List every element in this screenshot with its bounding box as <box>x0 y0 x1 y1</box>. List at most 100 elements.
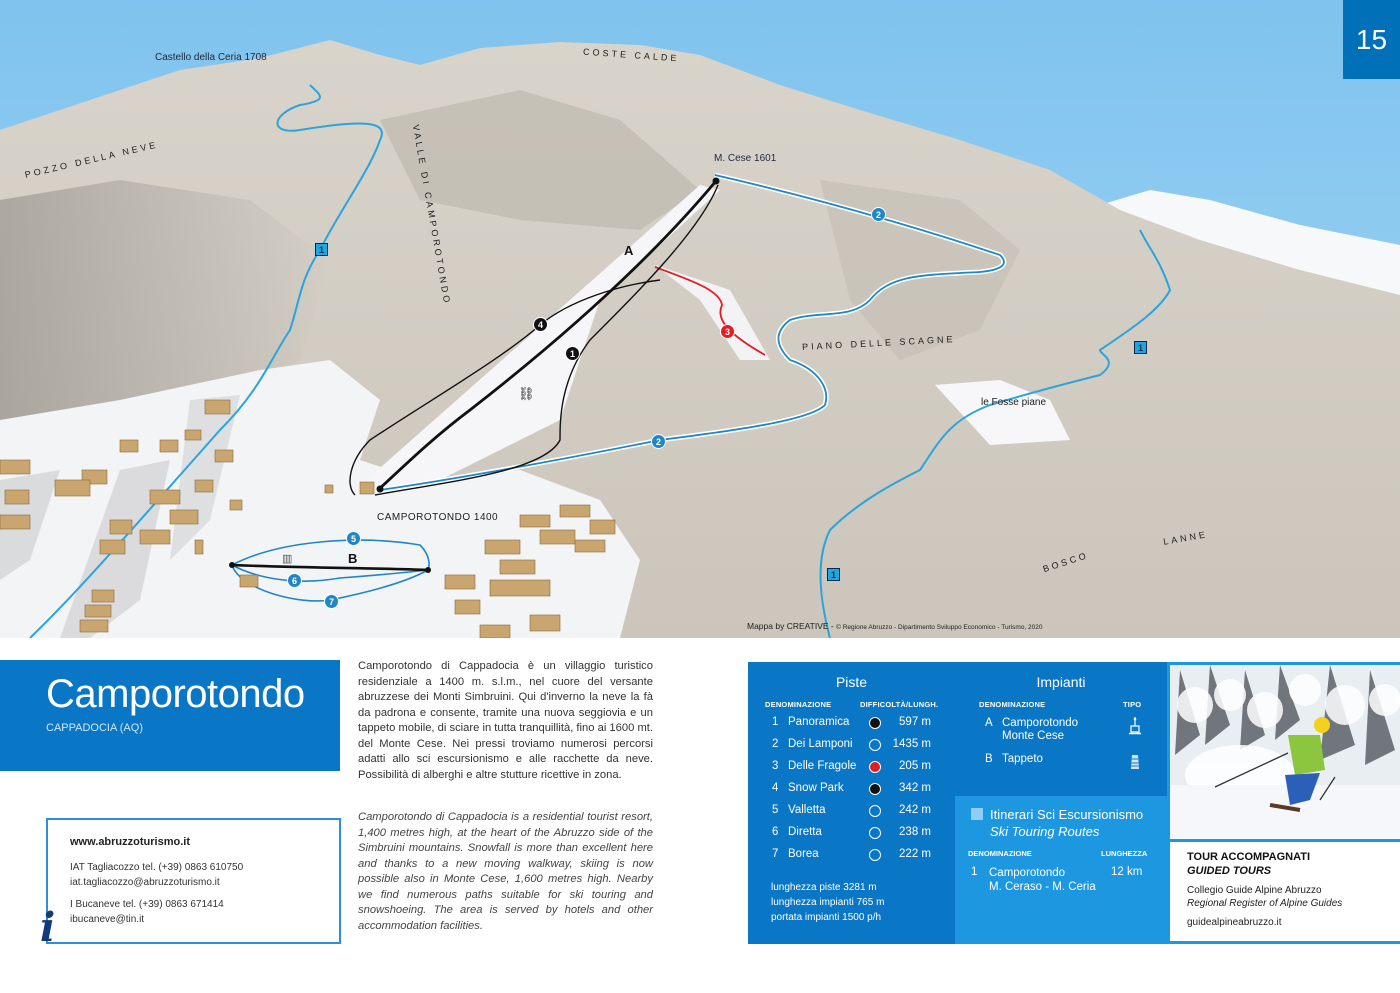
stat-lift-length: lunghezza impianti 765 m <box>771 897 885 908</box>
stat-piste-length: lunghezza piste 3281 m <box>771 882 877 893</box>
resort-title: Camporotondo <box>46 672 305 716</box>
touring-length: 12 km <box>1111 866 1143 878</box>
piste-row: 1 Panoramica 597 m <box>748 716 955 738</box>
piste-marker-7[interactable]: 7 <box>324 594 339 609</box>
piste-marker-5[interactable]: 5 <box>346 531 361 546</box>
label-camporotondo-village: CAMPOROTONDO 1400 <box>377 512 499 523</box>
description-english: Camporotondo di Cappadocia is a resident… <box>358 811 653 932</box>
stat-capacity: portata impianti 1500 p/h <box>771 912 882 923</box>
piste-num: 4 <box>772 782 779 794</box>
impianti-col-type: TIPO <box>1123 700 1142 709</box>
guided-tours-box: TOUR ACCOMPAGNATI GUIDED TOURS Collegio … <box>1167 842 1400 944</box>
piste-marker-1[interactable]: 1 <box>565 346 580 361</box>
difficulty-blue-icon <box>869 739 881 751</box>
touring-heading-en: Ski Touring Routes <box>990 824 1100 839</box>
lift-b-label: B <box>348 551 358 566</box>
website-link[interactable]: www.abruzzoturismo.it <box>70 836 190 848</box>
guided-tours-title-en: GUIDED TOURS <box>1187 865 1272 877</box>
touring-marker-1c[interactable]: 1 <box>827 568 840 581</box>
difficulty-blue-icon <box>869 805 881 817</box>
piste-length: 1435 m <box>892 738 931 750</box>
touring-num: 1 <box>971 866 978 878</box>
touring-name-line1: Camporotondo <box>989 867 1066 879</box>
piste-marker-2b[interactable]: 2 <box>651 434 666 449</box>
piste-length: 205 m <box>899 760 931 772</box>
credits-main: Mappa by CREATIVE - <box>747 621 837 631</box>
label-castello-della-ceria: Castello della Ceria 1708 <box>155 52 267 63</box>
piste-marker-2[interactable]: 2 <box>871 207 886 222</box>
touring-heading-it: Itinerari Sci Escursionismo <box>990 807 1144 822</box>
difficulty-black-icon <box>869 717 881 729</box>
piste-name: Diretta <box>788 826 822 838</box>
lift-name-line1: Camporotondo <box>1002 717 1079 729</box>
label-monte-cese: M. Cese 1601 <box>714 153 777 164</box>
difficulty-red-icon <box>869 761 881 773</box>
terrain-illustration <box>0 0 1400 638</box>
piste-num: 3 <box>772 760 779 772</box>
chairlift-icon: ⛓ <box>518 386 535 401</box>
touring-name: Camporotondo M. Ceraso - M. Ceria <box>989 866 1096 894</box>
skier-photo-illustration <box>1170 665 1400 839</box>
ski-area-map: 15 Castello della Ceria 1708 COSTE CALDE… <box>0 0 1400 638</box>
piste-row: 7 Borea 222 m <box>748 848 955 870</box>
touring-legend-square-icon <box>971 808 983 820</box>
title-block: Camporotondo CAPPADOCIA (AQ) <box>0 660 340 771</box>
piste-length: 242 m <box>899 804 931 816</box>
impianti-panel: Impianti DENOMINAZIONE TIPO A Camporoton… <box>955 662 1167 796</box>
piste-num: 6 <box>772 826 779 838</box>
resort-subtitle: CAPPADOCIA (AQ) <box>46 722 143 734</box>
difficulty-black-icon <box>869 783 881 795</box>
piste-num: 5 <box>772 804 779 816</box>
impianti-col-name: DENOMINAZIONE <box>979 700 1046 709</box>
page-number: 15 <box>1343 0 1400 79</box>
skier-photo <box>1167 662 1400 842</box>
piste-length: 597 m <box>899 716 931 728</box>
piste-num: 2 <box>772 738 779 750</box>
piste-name: Panoramica <box>788 716 850 728</box>
piste-marker-6[interactable]: 6 <box>287 573 302 588</box>
piste-name: Borea <box>788 848 819 860</box>
piste-num: 7 <box>772 848 779 860</box>
touring-name-line2: M. Ceraso - M. Ceria <box>989 881 1096 893</box>
map-credits: Mappa by CREATIVE - © Regione Abruzzo - … <box>747 621 1043 631</box>
credits-copyright: © Regione Abruzzo - Dipartimento Svilupp… <box>836 624 1043 631</box>
piste-name: Dei Lamponi <box>788 738 853 750</box>
difficulty-blue-icon <box>869 849 881 861</box>
touring-col-name: DENOMINAZIONE <box>968 849 1032 858</box>
lift-a-label: A <box>624 243 634 258</box>
piste-col-name: DENOMINAZIONE <box>765 700 832 709</box>
piste-name: Valletta <box>788 804 826 816</box>
iat-phone: IAT Tagliacozzo tel. (+39) 0863 610750 <box>70 862 244 873</box>
piste-marker-3[interactable]: 3 <box>720 324 735 339</box>
touring-col-length: LUNGHEZZA <box>1101 849 1148 858</box>
piste-length: 342 m <box>899 782 931 794</box>
lift-letter: A <box>985 717 993 729</box>
touring-marker-1a[interactable]: 1 <box>315 243 328 256</box>
piste-stats: lunghezza piste 3281 m lunghezza impiant… <box>771 880 884 925</box>
ski-touring-panel: Itinerari Sci Escursionismo Ski Touring … <box>955 796 1167 944</box>
moving-walkway-icon: ▥ <box>282 553 293 565</box>
piste-name: Delle Fragole <box>788 760 857 772</box>
piste-heading: Piste <box>835 674 868 690</box>
guides-website-link[interactable]: guidealpineabruzzo.it <box>1187 917 1282 928</box>
description-italian: Camporotondo di Cappadocia è un villaggi… <box>358 660 653 781</box>
lift-name: Tappeto <box>1002 753 1043 765</box>
guided-tours-title-it: TOUR ACCOMPAGNATI <box>1187 851 1311 863</box>
bucaneve-email[interactable]: ibucaneve@tin.it <box>70 914 145 925</box>
iat-email[interactable]: iat.tagliacozzo@abruzzoturismo.it <box>70 877 220 888</box>
piste-col-difficulty: DIFFICOLTÀ/LUNGH. <box>860 700 939 709</box>
guides-org-it: Collegio Guide Alpine Abruzzo <box>1187 885 1322 896</box>
piste-row: 4 Snow Park 342 m <box>748 782 955 804</box>
touring-marker-1b[interactable]: 1 <box>1134 341 1147 354</box>
moving-walkway-icon <box>1131 755 1139 769</box>
piste-length: 238 m <box>899 826 931 838</box>
guides-org-en: Regional Register of Alpine Guides <box>1187 898 1343 909</box>
bucaneve-phone: I Bucaneve tel. (+39) 0863 671414 <box>70 899 224 910</box>
lift-name-line2: Monte Cese <box>1002 730 1065 742</box>
difficulty-blue-icon <box>869 827 881 839</box>
piste-row: 2 Dei Lamponi 1435 m <box>748 738 955 760</box>
piste-length: 222 m <box>899 848 931 860</box>
chairlift-icon <box>1129 717 1141 735</box>
piste-marker-4[interactable]: 4 <box>533 317 548 332</box>
